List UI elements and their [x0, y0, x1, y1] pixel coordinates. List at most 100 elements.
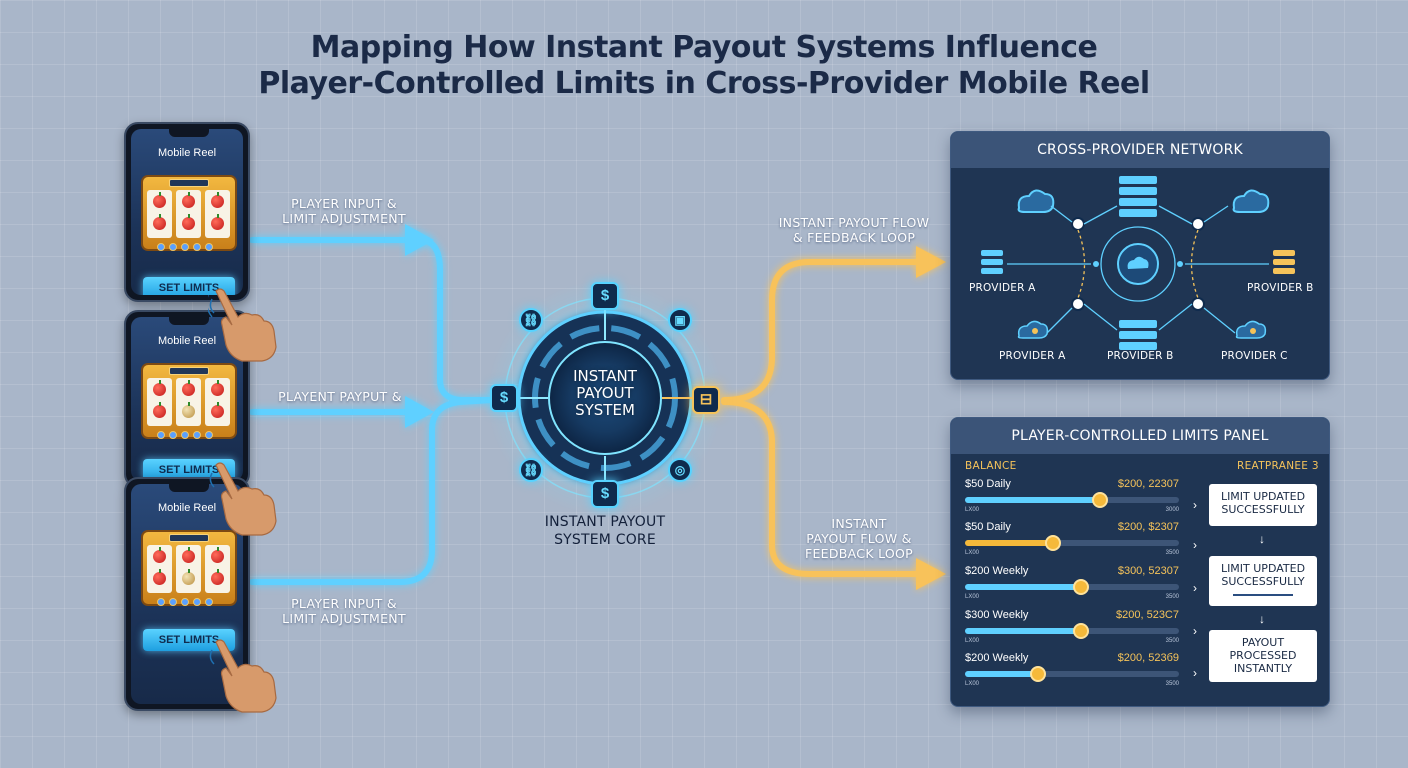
set-limits-button[interactable]: SET LIMITS: [143, 459, 235, 481]
tomato-icon: [211, 192, 224, 208]
arrow-down-icon: ↓: [1259, 532, 1265, 546]
notice-line: SUCCESSFULLY: [1221, 575, 1305, 588]
reel-machine: [141, 175, 237, 251]
limits-right-heading: REATPRANEE 3: [1237, 460, 1319, 472]
flow-label-line: LIMIT ADJUSTMENT: [282, 211, 406, 226]
chevron-right-icon: ›: [1193, 538, 1197, 552]
cross-provider-network-panel: CROSS-PROVIDER NETWORK: [950, 131, 1330, 380]
slider-max-label: 3000: [1165, 507, 1179, 513]
reel-machine: [141, 363, 237, 439]
phone-screen: Mobile Reel SET LIMITS: [131, 129, 243, 295]
dollar-icon: $: [490, 384, 518, 412]
dollar-icon: $: [591, 480, 619, 508]
flow-label-line: FEEDBACK LOOP: [804, 546, 914, 561]
limit-amount: $50 Daily: [965, 478, 1011, 490]
reel-column: [205, 545, 230, 593]
pointing-hand-icon: [208, 288, 277, 362]
server-icon: [981, 250, 1003, 274]
wallet-icon: ▣: [668, 308, 692, 332]
server-icon: [1119, 176, 1157, 217]
tomato-icon: [182, 547, 195, 563]
limit-slider-fill: [965, 540, 1053, 546]
flow-label-line: PAYOUT FLOW &: [806, 531, 912, 546]
tomato-icon: [153, 569, 166, 585]
player-limits-panel: PLAYER-CONTROLLED LIMITS PANEL BALANCE R…: [950, 417, 1330, 707]
flow-label-line: INSTANT PAYOUT FLOW: [778, 215, 930, 230]
reel-machine: [141, 530, 237, 606]
tomato-icon: [182, 380, 195, 396]
limit-amount: $300 Weekly: [965, 609, 1029, 621]
limit-range: $200, 523C7: [1116, 609, 1179, 621]
provider-label: PROVIDER A: [999, 350, 1066, 362]
core-title-line: PAYOUT: [576, 384, 634, 402]
limit-slider[interactable]: [965, 623, 1179, 639]
limit-range: $200, 22307: [1117, 478, 1179, 490]
network-lines: [1007, 205, 1269, 334]
arrowhead-gold-bottom: [916, 558, 946, 590]
core-title-line: INSTANT: [573, 367, 637, 385]
limit-slider-handle[interactable]: [1029, 666, 1046, 682]
phone-screen: Mobile Reel SET LIMITS: [131, 484, 243, 704]
limit-slider-handle[interactable]: [1072, 579, 1089, 595]
chevron-right-icon: ›: [1193, 666, 1197, 680]
set-limits-button[interactable]: SET LIMITS: [143, 629, 235, 651]
limit-slider[interactable]: [965, 579, 1179, 595]
limit-slider-handle[interactable]: [1091, 492, 1108, 508]
slider-max-label: 3500: [1165, 594, 1179, 600]
balance-label: BALANCE: [965, 460, 1017, 472]
core-title-line: SYSTEM: [575, 401, 635, 419]
server-icon: [1273, 250, 1295, 274]
limit-slider-handle[interactable]: [1072, 623, 1089, 639]
reel-tokens: [157, 238, 223, 251]
phone-screen: Mobile Reel SET LIMITS: [131, 317, 243, 481]
notice-line: LIMIT UPDATED: [1220, 562, 1306, 575]
core-subtitle-line: SYSTEM CORE: [554, 532, 656, 548]
flow-label-line: & FEEDBACK LOOP: [792, 230, 916, 245]
tomato-icon: [153, 402, 166, 418]
flow-label-line: PLAYER INPUT &: [291, 596, 397, 611]
slider-min-label: LX00: [965, 681, 980, 687]
arrow-down-icon: ↓: [1259, 612, 1265, 626]
notice-line: PROCESSED: [1229, 649, 1297, 662]
tomato-icon: [153, 214, 166, 230]
dollar-icon: $: [591, 282, 619, 310]
limit-slider-handle[interactable]: [1044, 535, 1061, 551]
reel-tokens: [157, 426, 223, 439]
flow-label-line: PLAYER INPUT &: [291, 196, 397, 211]
tomato-icon: [182, 192, 195, 208]
payout-processed-notice: PAYOUT PROCESSED INSTANTLY: [1209, 630, 1317, 682]
notice-line: SUCCESSFULLY: [1221, 503, 1305, 516]
panel-header: PLAYER-CONTROLLED LIMITS PANEL: [951, 418, 1329, 454]
set-limits-button[interactable]: SET LIMITS: [143, 277, 235, 295]
slider-max-label: 3500: [1165, 550, 1179, 556]
network-node: [1191, 297, 1205, 311]
slider-min-label: LX00: [965, 507, 980, 513]
reel-column: [147, 545, 172, 593]
reel-tokens: [157, 593, 223, 606]
limit-slider-fill: [965, 497, 1100, 503]
network-node: [1093, 261, 1099, 267]
limit-slider-fill: [965, 671, 1038, 677]
phone-app-title: Mobile Reel: [157, 502, 217, 514]
limit-range: $200, 523б9: [1117, 652, 1179, 664]
limit-slider[interactable]: [965, 535, 1179, 551]
network-node: [1071, 217, 1085, 231]
gold-flow-group: [721, 259, 923, 577]
user-cloud-icon: [1235, 320, 1267, 339]
flow-label-playent-payput: PLAYENT PAYPUT &: [278, 389, 402, 404]
phone-1: Mobile Reel SET LIMITS: [124, 122, 250, 302]
arrowhead-mid: [405, 396, 434, 428]
slider-max-label: 3500: [1165, 638, 1179, 644]
tomato-icon: [211, 547, 224, 563]
user-cloud-icon: [1017, 320, 1049, 339]
phone-notch: [169, 129, 209, 137]
limit-slider[interactable]: [965, 492, 1179, 508]
flow-label-instant-bottom: INSTANT PAYOUT FLOW & FEEDBACK LOOP: [786, 516, 932, 561]
limit-slider[interactable]: [965, 666, 1179, 682]
pointing-hand-icon: [209, 639, 277, 713]
flow-label-instant-top: INSTANT PAYOUT FLOW & FEEDBACK LOOP: [764, 215, 944, 245]
